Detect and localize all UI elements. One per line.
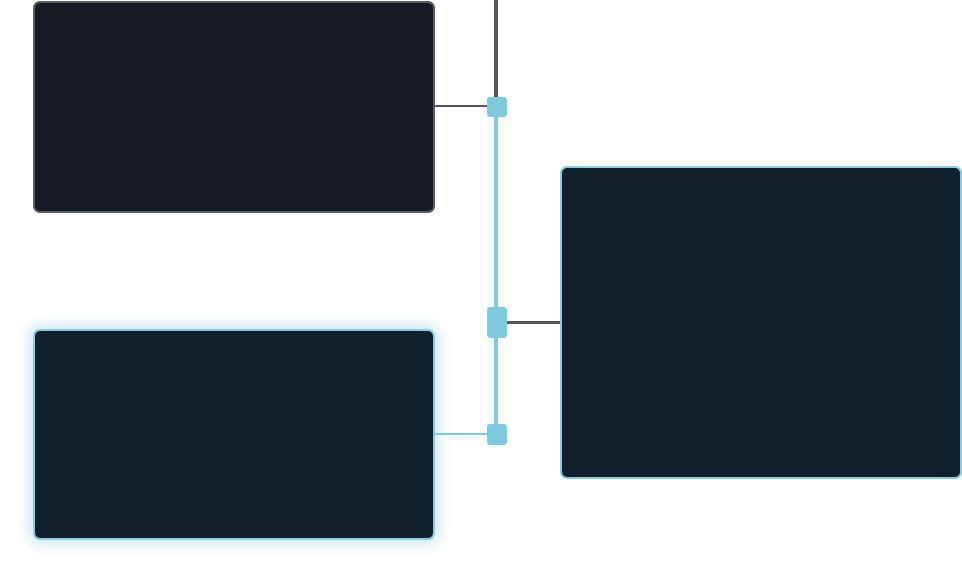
junction-node-top[interactable] xyxy=(487,97,507,117)
card-bottom-left[interactable] xyxy=(33,329,435,540)
connector-top-left xyxy=(435,105,489,107)
connector-bottom-left xyxy=(435,433,489,435)
active-trunk-line xyxy=(494,104,498,436)
connector-right xyxy=(506,321,560,324)
card-right[interactable] xyxy=(560,166,962,479)
card-top-left[interactable] xyxy=(33,1,435,213)
junction-node-middle[interactable] xyxy=(487,307,507,338)
junction-node-bottom[interactable] xyxy=(487,424,507,445)
inactive-trunk-line xyxy=(494,0,498,100)
